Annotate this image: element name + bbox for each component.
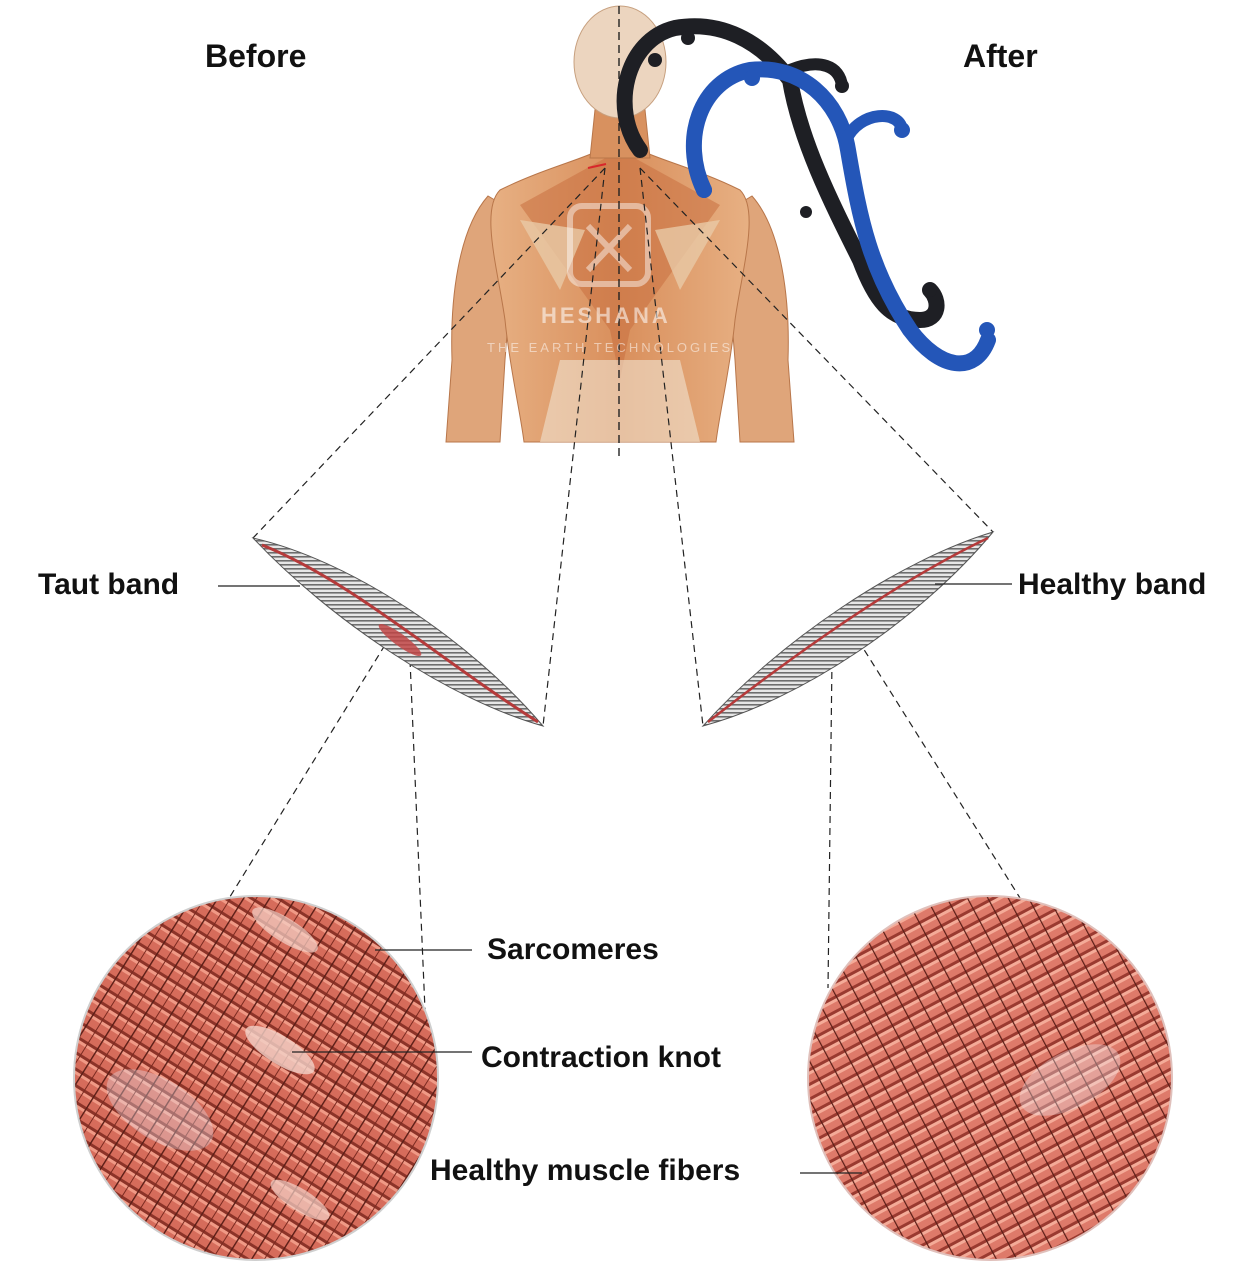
contraction-knot-label: Contraction knot	[481, 1041, 721, 1074]
healthy-band-label: Healthy band	[1018, 568, 1207, 601]
lower-back	[540, 360, 700, 442]
trigger-point-mark	[587, 163, 607, 169]
before-fibers-magnified	[74, 896, 438, 1260]
after-fibers-magnified	[808, 896, 1172, 1260]
massager-blue	[685, 61, 996, 372]
taut-band-label: Taut band	[38, 568, 180, 601]
healthy-muscle-fibers-label: Healthy muscle fibers	[430, 1154, 741, 1187]
watermark-logo	[567, 203, 651, 287]
left-scapula	[520, 220, 585, 290]
trapezius-muscle	[520, 150, 720, 380]
right-scapula	[655, 220, 720, 290]
label-leaders	[218, 583, 1012, 1174]
before-heading: Before	[205, 38, 307, 74]
healthy-band-spindle	[701, 531, 995, 727]
taut-band-spindle	[251, 537, 545, 727]
massager-black	[616, 18, 945, 329]
watermark-brand: HESHANA	[541, 303, 671, 328]
watermark-tagline: THE EARTH TECHNOLOGIES	[487, 340, 734, 355]
sarcomeres-label: Sarcomeres	[487, 933, 659, 966]
after-heading: After	[963, 38, 1038, 74]
zoom-guides	[227, 167, 1021, 1011]
